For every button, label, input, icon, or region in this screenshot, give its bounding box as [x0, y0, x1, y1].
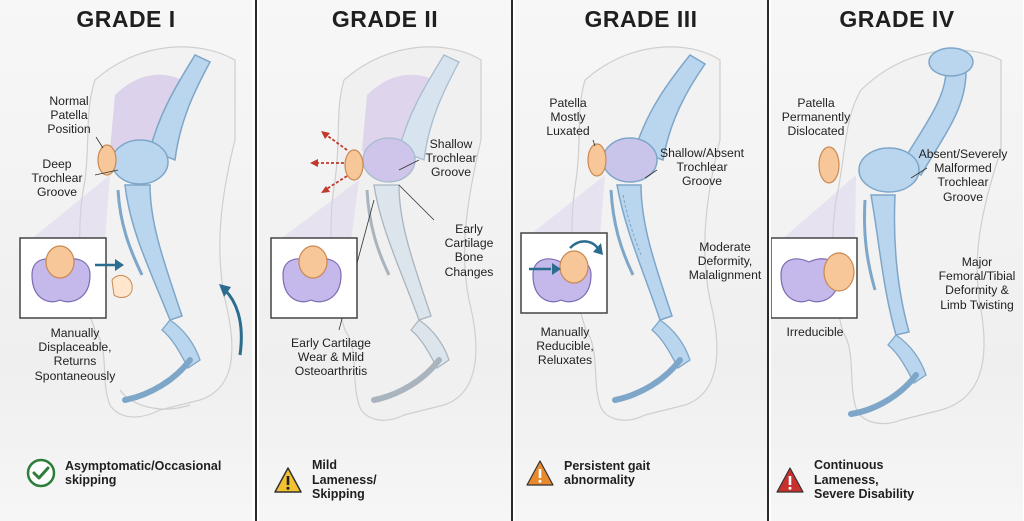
- label-deformity: Moderate Deformity, Malalignment: [688, 240, 762, 283]
- label-patella: Patella Mostly Luxated: [546, 96, 590, 139]
- label-groove: Shallow/Absent Trochlear Groove: [659, 146, 744, 189]
- label-inset: Manually Displaceable, Returns Spontaneo…: [34, 326, 116, 383]
- panel-grade-3: GRADE III P: [515, 0, 767, 521]
- grade-title: GRADE IV: [839, 6, 955, 32]
- grade-title: GRADE II: [331, 6, 439, 32]
- footer: Persistent gait abnormality: [525, 458, 650, 488]
- panel-grade-1: GRADE I: [0, 0, 252, 521]
- grade-title: GRADE III: [584, 6, 698, 32]
- label-inset: Manually Reducible, Reluxates: [536, 325, 594, 368]
- footer-text: Persistent gait abnormality: [564, 458, 651, 488]
- panel-divider: [511, 0, 513, 521]
- label-groove: Absent/Severely Malformed Trochlear Groo…: [918, 147, 1008, 204]
- check-circle-icon: [26, 458, 56, 488]
- warning-triangle-icon: [776, 467, 804, 493]
- label-deformity: Major Femoral/Tibial Deformity & Limb Tw…: [938, 255, 1016, 312]
- panel-divider: [255, 0, 257, 521]
- warning-triangle-icon: [274, 467, 302, 493]
- panel-divider: [767, 0, 769, 521]
- label-inset: Irreducible: [786, 325, 844, 339]
- label-inset: Early Cartilage Wear & Mild Osteoarthrit…: [291, 336, 371, 379]
- label-patella: Normal Patella Position: [47, 94, 91, 137]
- label-patella: Patella Permanently Dislocated: [781, 96, 851, 139]
- warning-triangle-icon: [526, 460, 554, 486]
- label-groove: Shallow Trochlear Groove: [425, 137, 477, 180]
- label-groove: Deep Trochlear Groove: [31, 157, 83, 200]
- leg-illustration: [19, 46, 243, 418]
- label-cartilage: Early Cartilage Bone Changes: [444, 222, 494, 279]
- hand-icon: [111, 274, 133, 298]
- leg-illustration: [270, 46, 482, 421]
- footer: Mild Lameness/ Skipping: [273, 458, 377, 502]
- panel-grade-2: GRADE II: [259, 0, 511, 521]
- footer: Continuous Lameness, Severe Disability: [775, 458, 914, 502]
- grade-title: GRADE I: [76, 6, 176, 32]
- footer-text: Asymptomatic/Occasional skipping: [65, 458, 222, 488]
- leg-illustration: [520, 46, 721, 421]
- footer-text: Mild Lameness/ Skipping: [312, 458, 377, 501]
- panel-grade-4: GRADE IV Patella Permanently Dislocated …: [771, 0, 1023, 521]
- footer-text: Continuous Lameness, Severe Disability: [814, 458, 915, 501]
- footer: Asymptomatic/Occasional skipping: [26, 458, 221, 488]
- leg-illustration: [771, 47, 1002, 425]
